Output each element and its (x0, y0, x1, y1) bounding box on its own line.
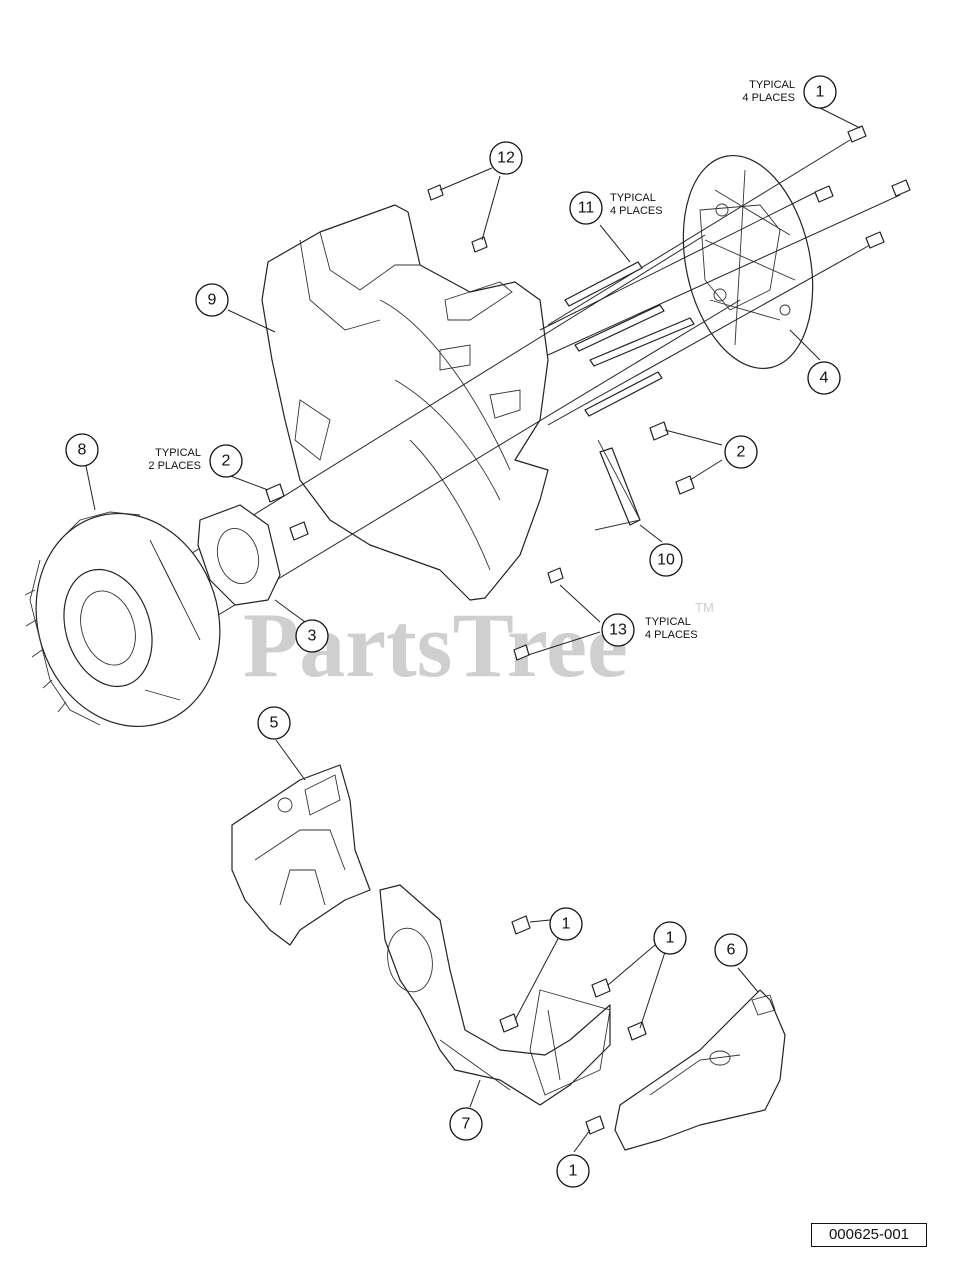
callout-13[interactable]: 13 (601, 613, 635, 647)
note-line: 2 PLACES (148, 460, 201, 472)
flywheel-fan-part-8 (24, 511, 221, 728)
shroud-part-5 (231, 764, 371, 946)
note-line: TYPICAL (645, 616, 691, 628)
watermark-trademark: TM (695, 600, 714, 615)
svg-text:8: 8 (78, 442, 87, 459)
backplate-part-4 (682, 154, 814, 370)
note-line: TYPICAL (155, 447, 201, 459)
svg-text:1: 1 (816, 84, 825, 101)
svg-text:4: 4 (820, 370, 829, 387)
blower-housing-part-9 (261, 204, 549, 601)
callout-8[interactable]: 8 (65, 433, 99, 467)
callout-3[interactable]: 3 (295, 619, 329, 653)
svg-text:9: 9 (208, 292, 217, 309)
svg-text:5: 5 (270, 715, 279, 732)
callout-2-right[interactable]: 2 (724, 435, 758, 469)
svg-text:2: 2 (737, 444, 746, 461)
screws-part-1-top (814, 125, 911, 249)
callout-9[interactable]: 9 (195, 283, 229, 317)
screws-part-12 (427, 184, 488, 253)
callout-1-bottom[interactable]: 1 (556, 1154, 590, 1188)
svg-text:11: 11 (578, 200, 595, 217)
svg-text:1: 1 (666, 930, 675, 947)
note-line: 4 PLACES (645, 629, 698, 641)
svg-text:13: 13 (609, 622, 627, 639)
drawing-number-box: 000625-001 (811, 1223, 927, 1247)
note-line: TYPICAL (749, 79, 795, 91)
note-line: 4 PLACES (610, 205, 663, 217)
bracket-part-10 (594, 439, 641, 531)
callout-1-mid[interactable]: 1 (549, 907, 583, 941)
callout-11[interactable]: 11 (569, 191, 603, 225)
callout-1-top[interactable]: 1 (803, 75, 837, 109)
callout-2-left[interactable]: 2 (209, 444, 243, 478)
screws-part-13 (513, 567, 564, 661)
stud-parts-11 (564, 261, 695, 417)
svg-text:2: 2 (222, 453, 231, 470)
svg-text:1: 1 (569, 1163, 578, 1180)
svg-text:12: 12 (497, 150, 515, 167)
svg-text:1: 1 (562, 916, 571, 933)
callout-6[interactable]: 6 (714, 933, 748, 967)
bracket-part-7 (379, 884, 611, 1106)
svg-text:6: 6 (727, 942, 736, 959)
callout-12[interactable]: 12 (489, 141, 523, 175)
leader-lines (85, 107, 861, 1153)
cover-part-6 (614, 989, 786, 1151)
callout-1-right[interactable]: 1 (653, 921, 687, 955)
hub-part-3 (197, 504, 281, 606)
svg-text:3: 3 (308, 628, 317, 645)
svg-text:7: 7 (462, 1116, 471, 1133)
callout-4[interactable]: 4 (807, 361, 841, 395)
svg-text:10: 10 (657, 552, 675, 569)
screws-part-2 (265, 421, 695, 541)
callout-10[interactable]: 10 (649, 543, 683, 577)
note-line: 4 PLACES (742, 92, 795, 104)
note-line: TYPICAL (610, 192, 656, 204)
callout-5[interactable]: 5 (257, 706, 291, 740)
callout-7[interactable]: 7 (449, 1107, 483, 1141)
screws-part-1-bottom (499, 915, 647, 1135)
